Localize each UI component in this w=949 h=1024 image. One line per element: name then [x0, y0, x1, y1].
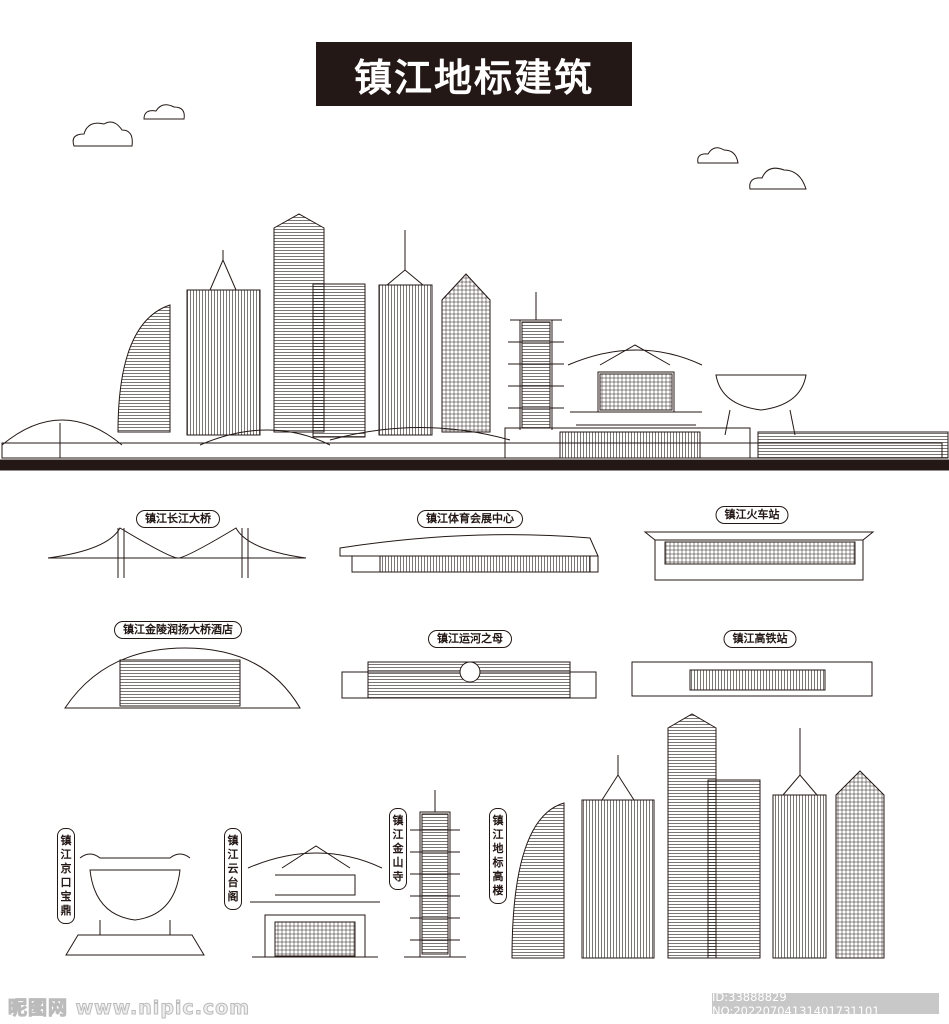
train-station — [643, 531, 875, 581]
cloud-icon — [72, 104, 807, 190]
jinshan-pagoda — [404, 790, 466, 958]
watermark-site: 昵图网 www.nipic.com — [7, 997, 251, 1020]
expo-center — [339, 534, 599, 573]
label-jinshan-temple: 镇江金山寺 — [389, 808, 407, 890]
label-jingkou-ding: 镇江京口宝鼎 — [57, 828, 75, 924]
page-title: 镇江地标建筑 — [316, 42, 632, 106]
yuntai-pavilion — [247, 845, 383, 958]
skyline — [1, 213, 949, 459]
label-expo-center: 镇江体育会展中心 — [417, 510, 523, 528]
watermark-id: ID:33888829 NO:20220704131401731101 — [712, 990, 939, 1018]
canal-mother — [341, 661, 597, 699]
high-speed-station — [631, 661, 873, 697]
label-train-station: 镇江火车站 — [715, 506, 789, 524]
ground-band — [0, 459, 949, 471]
label-bridge: 镇江长江大桥 — [136, 510, 220, 528]
label-yuntai-pavilion: 镇江云台阁 — [224, 828, 242, 910]
pagoda — [508, 292, 564, 430]
landmark-towers — [511, 713, 885, 959]
hotel — [64, 647, 301, 709]
jingkou-ding — [65, 853, 205, 956]
label-high-speed-station: 镇江高铁站 — [723, 630, 797, 648]
label-landmark-towers: 镇江地标高楼 — [489, 808, 507, 904]
label-canal-mother: 镇江运河之母 — [428, 630, 512, 648]
label-hotel: 镇江金陵润扬大桥酒店 — [114, 621, 242, 639]
pavilion — [567, 344, 703, 426]
yangtze-bridge — [47, 527, 307, 578]
